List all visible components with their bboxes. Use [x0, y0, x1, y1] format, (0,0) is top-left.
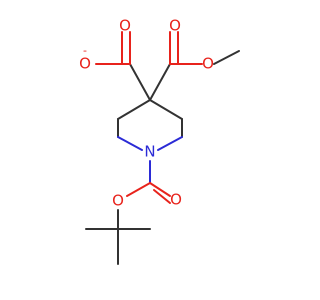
- ring-nitrogen-label: N: [144, 143, 155, 161]
- bond-layer: [85, 31, 240, 265]
- bond-ring-c4-c5: [149, 99, 183, 120]
- molecule-diagram: O - O O O N O O: [79, 16, 240, 265]
- structure-svg: O - O O O N O O: [79, 17, 240, 265]
- bond-methoxy-o-methyl: [213, 50, 240, 65]
- bond-boc-c-o-single: [126, 182, 151, 197]
- boc-double-oxygen-label: O: [170, 191, 182, 209]
- ester-double-oxygen-label: O: [169, 17, 181, 35]
- bond-ring-c4-c3: [117, 99, 151, 120]
- bond-boc-c-o-double-a: [149, 182, 171, 197]
- bond-ring-c6-n: [157, 136, 183, 151]
- bond-ring-c2-n: [117, 136, 143, 151]
- bond-c4-ester-c: [149, 63, 171, 101]
- boc-ether-oxygen-label: O: [112, 192, 124, 210]
- carboxylate-double-oxygen-label: O: [119, 17, 131, 35]
- carboxylate-oxygen-minus-label: O: [79, 55, 91, 73]
- carboxylate-negative-charge-label: -: [83, 44, 87, 57]
- atom-label-layer: O - O O O N O O: [79, 17, 214, 210]
- bond-boc-c-o-double-b: [153, 189, 171, 204]
- bond-c4-carboxylate-c: [129, 63, 151, 101]
- ester-methoxy-oxygen-label: O: [202, 55, 214, 73]
